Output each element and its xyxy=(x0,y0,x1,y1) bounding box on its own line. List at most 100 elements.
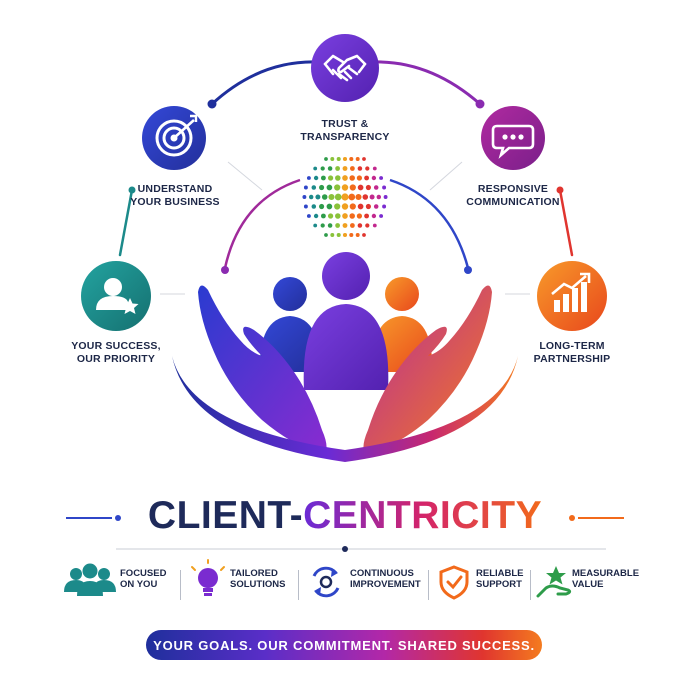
tagline-text: YOUR GOALS. OUR COMMITMENT. SHARED SUCCE… xyxy=(153,637,535,653)
globe-dot xyxy=(356,175,363,181)
globe-dot xyxy=(336,156,341,162)
globe-dot xyxy=(319,184,325,191)
feature-divider xyxy=(180,570,181,600)
globe-dot xyxy=(373,185,379,190)
globe-dot xyxy=(355,233,360,237)
globe-dot xyxy=(350,166,355,171)
globe-dot xyxy=(302,195,307,199)
globe-dot xyxy=(349,213,355,219)
globe-dot xyxy=(372,166,377,171)
globe-dot xyxy=(334,193,342,201)
globe-dot xyxy=(320,213,326,219)
globe-icon xyxy=(302,156,388,238)
globe-dot xyxy=(311,204,317,209)
globe-dot xyxy=(342,213,348,219)
globe-dot xyxy=(365,184,371,191)
globe-dot xyxy=(372,223,377,228)
globe-dot xyxy=(365,203,371,210)
globe-dot xyxy=(330,157,335,161)
globe-dot xyxy=(350,223,355,228)
globe-dot xyxy=(364,175,370,181)
globe-dot xyxy=(335,213,341,219)
globe-dot xyxy=(336,232,341,238)
globe-dot xyxy=(342,156,348,162)
globe-dot xyxy=(324,233,328,237)
globe-dot xyxy=(341,203,349,210)
globe-dot xyxy=(369,194,375,200)
globe-dot xyxy=(364,213,370,219)
globe-dot xyxy=(313,213,319,219)
growth-chart-icon xyxy=(551,272,591,312)
lightbulb-icon xyxy=(191,559,225,596)
globe-dot xyxy=(376,194,382,200)
target-icon xyxy=(155,114,198,157)
globe-dot xyxy=(313,166,318,171)
globe-dot xyxy=(335,166,340,171)
globe-dot xyxy=(355,193,362,201)
globe-dot xyxy=(362,157,366,161)
globe-dot xyxy=(328,193,335,201)
globe-dot xyxy=(341,184,349,191)
node-trust xyxy=(311,34,379,102)
globe-dot xyxy=(349,232,354,238)
globe-dot xyxy=(382,185,387,190)
title-rules xyxy=(66,515,624,552)
shield-check-icon xyxy=(439,565,469,600)
globe-dot xyxy=(308,194,314,200)
globe-dot xyxy=(342,232,348,238)
globe-dot xyxy=(342,166,348,171)
globe-dot xyxy=(327,223,333,228)
globe-dot xyxy=(341,193,349,201)
tagline-banner: YOUR GOALS. OUR COMMITMENT. SHARED SUCCE… xyxy=(146,630,542,660)
globe-dot xyxy=(349,203,356,210)
globe-dot xyxy=(357,184,364,191)
globe-dot xyxy=(357,223,363,228)
globe-dot xyxy=(335,223,340,228)
user-star-icon xyxy=(96,278,139,314)
globe-dot xyxy=(315,194,321,200)
globe-dot xyxy=(349,175,355,181)
globe-dot xyxy=(320,223,325,228)
globe-dot xyxy=(313,223,318,228)
globe-dot xyxy=(334,184,341,191)
cycle-gear-icon xyxy=(312,566,340,598)
globe-dot xyxy=(379,176,384,180)
globe-dot xyxy=(362,194,369,200)
label-trust: TRUST &TRANSPARENCY xyxy=(300,118,390,143)
globe-dot xyxy=(379,214,384,218)
globe-dot xyxy=(349,184,356,191)
globe-dot xyxy=(335,175,341,181)
globe-dot xyxy=(383,195,388,199)
globe-dot xyxy=(326,184,333,191)
node-responsive xyxy=(481,106,545,170)
title-part-1: CLIENT- xyxy=(147,494,304,537)
globe-dot xyxy=(306,176,311,180)
globe-dot xyxy=(342,223,348,228)
globe-dot xyxy=(306,214,311,218)
handshake-icon xyxy=(323,54,367,82)
globe-dot xyxy=(311,185,317,190)
title-part-2: CENTRICITY xyxy=(303,494,543,537)
globe-dot xyxy=(371,175,377,181)
team-icon xyxy=(64,563,116,596)
node-long-term xyxy=(537,261,607,331)
label-your-success: YOUR SUCCESS,OUR PRIORITY xyxy=(71,340,161,365)
connector-arc xyxy=(118,60,574,257)
globe-dot xyxy=(349,156,354,162)
globe-dot xyxy=(365,223,370,228)
node-understand xyxy=(142,106,206,170)
globe-dot xyxy=(327,166,333,171)
globe-dot xyxy=(362,233,366,237)
globe-dot xyxy=(365,166,370,171)
globe-dot xyxy=(373,204,379,209)
feature-divider xyxy=(428,570,429,600)
feature-divider xyxy=(530,570,531,600)
